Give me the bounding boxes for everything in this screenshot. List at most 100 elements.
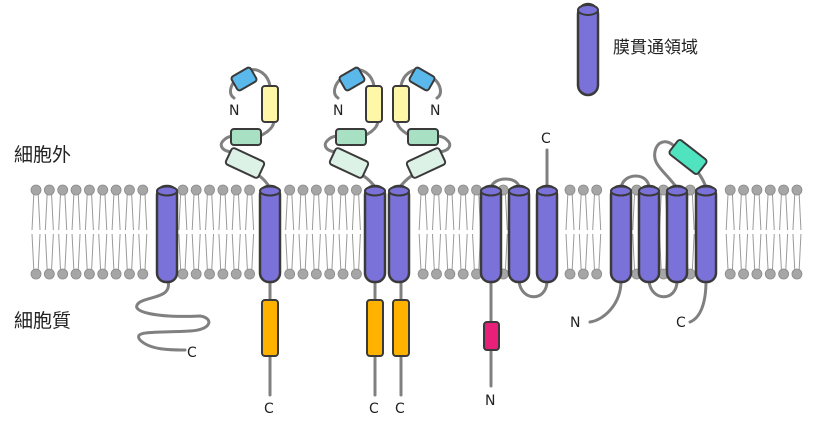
domain-mint-2 <box>230 128 262 146</box>
lipid-head <box>350 268 362 280</box>
lipid-head <box>577 184 589 196</box>
lipid-head <box>751 268 763 280</box>
lipid-head <box>791 184 803 196</box>
cytoplasmic-domains <box>261 299 500 357</box>
lipid-tail <box>418 189 428 275</box>
terminus-n-4: N <box>485 393 495 409</box>
transmembrane-helix <box>258 184 282 284</box>
extracellular-domains <box>224 66 708 179</box>
terminus-n-5: N <box>570 315 580 331</box>
lipid-head <box>350 184 362 196</box>
lipid-tail <box>178 189 188 275</box>
loops <box>135 68 708 397</box>
lipid-head <box>204 184 215 196</box>
lipid-head <box>84 268 95 280</box>
lipid-tail <box>445 189 455 275</box>
lipid-head <box>297 268 309 280</box>
lipid-head <box>724 184 736 196</box>
domain-orange-3a <box>366 299 384 357</box>
lipid-head <box>564 268 576 280</box>
lipid-tail <box>111 189 121 275</box>
domain-blue-3b <box>408 66 436 92</box>
loops-5 <box>588 140 708 324</box>
lipid-head <box>764 184 776 196</box>
loops-4 <box>489 148 549 388</box>
lipid-head <box>177 268 189 280</box>
transmembrane-helix <box>155 184 179 284</box>
lipid-head <box>204 268 215 280</box>
terminus-n-2: N <box>229 103 239 119</box>
lipid-head <box>751 184 763 196</box>
lipid-tail <box>84 189 94 275</box>
legend: 膜貫通領域 <box>576 2 698 97</box>
terminus-labels: C N C N N C C N C N C <box>187 103 686 417</box>
lipid-tail <box>472 189 482 275</box>
lipid-head <box>97 268 109 280</box>
lipid-head <box>110 184 122 196</box>
domain-yellow-2 <box>261 85 279 123</box>
lipid-tail <box>338 189 348 275</box>
lipid-head <box>457 268 469 280</box>
lipid-tail <box>58 189 68 275</box>
lipid-tail <box>578 189 588 275</box>
lipid-head <box>70 268 82 280</box>
lipid-tail <box>592 189 602 275</box>
lipid-tail <box>124 189 134 275</box>
lipid-head <box>297 184 309 196</box>
lipid-head <box>310 184 322 196</box>
lipid-tail <box>739 189 749 275</box>
lipid-head <box>457 184 469 196</box>
lipid-head <box>177 184 189 196</box>
lipid-head <box>417 268 429 280</box>
terminus-c-3a: C <box>369 401 379 417</box>
lipid-head <box>444 268 456 280</box>
domain-mint-3b <box>407 128 439 146</box>
domain-pale-2 <box>224 147 266 179</box>
lipid-tail <box>779 189 789 275</box>
lipid-head <box>124 184 135 196</box>
terminus-n-3a: N <box>333 103 343 119</box>
lipid-head <box>190 268 202 280</box>
lipid-tail <box>752 189 762 275</box>
lipid-tail <box>31 189 41 275</box>
lipid-head <box>137 184 149 196</box>
lipid-tail <box>44 189 54 275</box>
lipid-head <box>57 184 69 196</box>
lipid-head <box>337 268 349 280</box>
lipid-head <box>310 268 322 280</box>
lipid-head <box>791 268 803 280</box>
lipid-head <box>284 268 296 280</box>
lipid-head <box>230 268 242 280</box>
transmembrane-helices <box>155 184 718 284</box>
lipid-tail <box>218 189 228 275</box>
domain-yellow-3a <box>365 85 383 123</box>
transmembrane-helix <box>665 184 689 284</box>
lipid-head <box>764 268 776 280</box>
lipid-tail <box>138 189 148 275</box>
extracellular-label: 細胞外 <box>14 144 71 166</box>
lipid-head <box>444 184 456 196</box>
lipid-head <box>137 268 149 280</box>
domain-yellow-3b <box>392 85 410 123</box>
extracellular-loop-2 <box>219 68 276 190</box>
lipid-head <box>324 184 336 196</box>
lipid-tail <box>71 189 81 275</box>
lipid-head <box>724 268 736 280</box>
lipid-head <box>84 184 95 196</box>
transmembrane-helix <box>479 184 503 284</box>
lipid-head <box>30 184 42 196</box>
lipid-tail <box>231 189 241 275</box>
lipid-head <box>30 268 42 280</box>
lipid-head <box>217 184 229 196</box>
lipid-head <box>190 184 202 196</box>
lipid-tail <box>725 189 735 275</box>
lipid-head <box>738 268 749 280</box>
lipid-tail <box>298 189 308 275</box>
lipid-head <box>431 184 442 196</box>
domain-pink-4 <box>483 321 500 351</box>
transmembrane-helix <box>535 184 559 284</box>
terminus-n-3b: N <box>430 103 440 119</box>
terminus-c-2: C <box>264 401 274 417</box>
lipid-head <box>324 268 336 280</box>
lipid-head <box>110 268 122 280</box>
